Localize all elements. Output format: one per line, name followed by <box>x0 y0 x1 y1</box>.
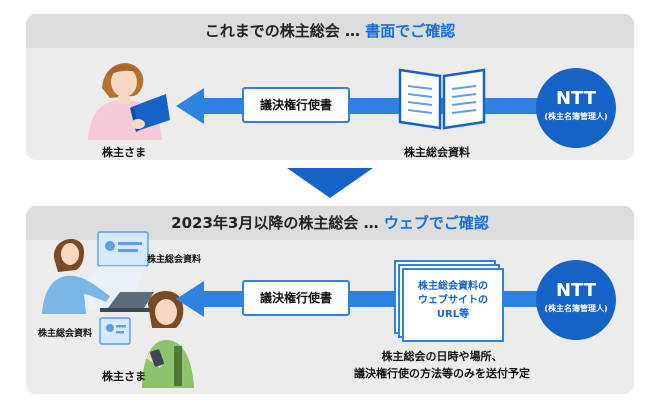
send-arrow-icon <box>176 281 556 317</box>
traditional-process-panel: これまでの株主総会 … 書面でご確認 株主さま 議決権行使書 株主総会資料 NT… <box>26 14 634 160</box>
web-process-panel: 2023年3月以降の株主総会 … ウェブでご確認 株主総会資料 株主総会資料 株… <box>26 206 634 394</box>
note-line-1: 株主総会の日時や場所、 <box>381 350 503 363</box>
screen-label-1: 株主総会資料 <box>147 255 202 265</box>
title-highlight: 書面でご確認 <box>365 22 456 40</box>
ntt-name: NTT <box>555 88 597 109</box>
proxy-form-box: 議決権行使書 <box>242 280 350 316</box>
doc-line-3: URL等 <box>436 309 470 320</box>
person-smartphone-icon <box>99 290 194 388</box>
note-line-2: 議決権行使の方法等のみを送付予定 <box>354 367 530 380</box>
url-notice-card: 株主総会資料の ウェブサイトの URL等 <box>402 268 504 342</box>
doc-line-1: 株主総会資料の <box>418 281 488 292</box>
materials-label: 株主総会資料 <box>404 146 470 159</box>
panel-title-traditional: これまでの株主総会 … 書面でご確認 <box>26 14 634 48</box>
proxy-form-box: 議決権行使書 <box>242 87 350 123</box>
send-arrow-icon <box>176 88 556 124</box>
ntt-registrar-circle: NTT (株主名簿管理人) <box>536 68 616 148</box>
ntt-registrar-circle: NTT (株主名簿管理人) <box>536 260 616 340</box>
ntt-role: (株主名簿管理人) <box>544 304 608 313</box>
title-prefix: 2023年3月以降の株主総会 … <box>171 214 384 232</box>
shareholder-label: 株主さま <box>102 370 146 383</box>
doc-line-2: ウェブサイトの <box>418 295 488 306</box>
ntt-role: (株主名簿管理人) <box>544 112 608 121</box>
shareholder-label: 株主さま <box>102 146 146 159</box>
person-laptop-icon <box>42 231 156 314</box>
title-prefix: これまでの株主総会 … <box>204 22 366 40</box>
person-reading-icon <box>88 63 170 140</box>
down-transition-arrow-icon <box>287 168 373 198</box>
url-notice-text: 株主総会資料の ウェブサイトの URL等 <box>404 280 502 322</box>
meeting-materials-book-icon <box>398 68 486 130</box>
title-highlight: ウェブでご確認 <box>383 214 489 232</box>
screen-label-2: 株主総会資料 <box>38 329 93 339</box>
mailing-note: 株主総会の日時や場所、 議決権行使の方法等のみを送付予定 <box>342 348 542 382</box>
ntt-name: NTT <box>555 280 597 301</box>
